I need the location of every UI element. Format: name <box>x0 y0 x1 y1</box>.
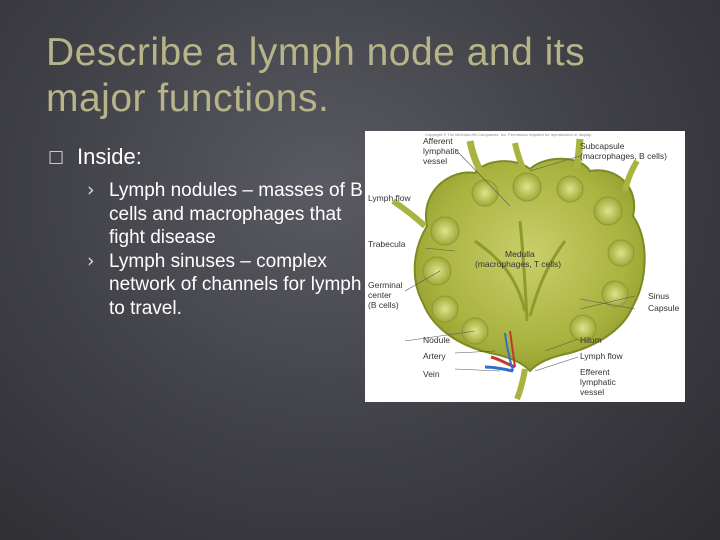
chevron-bullet-icon: › <box>87 179 95 201</box>
label-hilum: Hilum <box>580 335 602 345</box>
chevron-bullet-icon: › <box>87 249 95 272</box>
label-lymph-flow-right: Lymph flow <box>580 351 624 361</box>
bullet-list: □ Inside: › Lymph nodules – masses of B … <box>44 143 364 320</box>
label-medulla-1: Medulla <box>505 249 535 259</box>
label-efferent-2: lymphatic <box>580 377 617 387</box>
square-bullet-icon: □ <box>48 147 65 167</box>
label-efferent-1: Efferent <box>580 367 610 377</box>
lymph-node-illustration: Copyright © The McGraw-Hill Companies, I… <box>368 132 679 401</box>
diagram-labels: Afferent lymphatic vessel Subcapsule (ma… <box>368 136 679 397</box>
label-subcapsule-1: Subcapsule <box>580 141 625 151</box>
lymph-node-body <box>391 138 646 401</box>
sub-bullet-nodules: › Lymph nodules – masses of B cells and … <box>44 179 364 250</box>
sub-bullet-sinuses: › Lymph sinuses – complex network of cha… <box>44 250 364 321</box>
label-afferent-1: Afferent <box>423 136 453 146</box>
label-efferent-3: vessel <box>580 387 604 397</box>
sub-bullet-text: Lymph sinuses – complex network of chann… <box>109 250 362 319</box>
lymph-node-diagram: Copyright © The McGraw-Hill Companies, I… <box>365 131 685 402</box>
sub-bullet-text: Lymph nodules – masses of B cells and ma… <box>109 180 363 248</box>
label-subcapsule-2: (macrophages, B cells) <box>580 151 667 161</box>
label-germinal-2: center <box>368 290 392 300</box>
label-germinal-3: (B cells) <box>368 300 399 310</box>
label-trabecula: Trabecula <box>368 239 406 249</box>
label-medulla-2: (macrophages, T cells) <box>475 259 561 269</box>
copyright-notice: Copyright © The McGraw-Hill Companies, I… <box>425 132 592 137</box>
label-capsule: Capsule <box>648 303 679 313</box>
sub-bullet-list: › Lymph nodules – masses of B cells and … <box>44 179 364 320</box>
label-lymph-flow-left: Lymph flow <box>368 193 412 203</box>
label-vein: Vein <box>423 369 440 379</box>
label-nodule: Nodule <box>423 335 450 345</box>
label-germinal-1: Germinal <box>368 280 403 290</box>
bullet-text: Inside: <box>77 144 142 169</box>
leader-lines <box>404 148 636 372</box>
slide-title: Describe a lymph node and its major func… <box>46 31 586 120</box>
label-sinus: Sinus <box>648 291 669 301</box>
label-afferent-3: vessel <box>423 156 447 166</box>
bullet-inside: □ Inside: <box>44 143 364 171</box>
label-artery: Artery <box>423 351 446 361</box>
label-afferent-2: lymphatic <box>423 146 460 156</box>
